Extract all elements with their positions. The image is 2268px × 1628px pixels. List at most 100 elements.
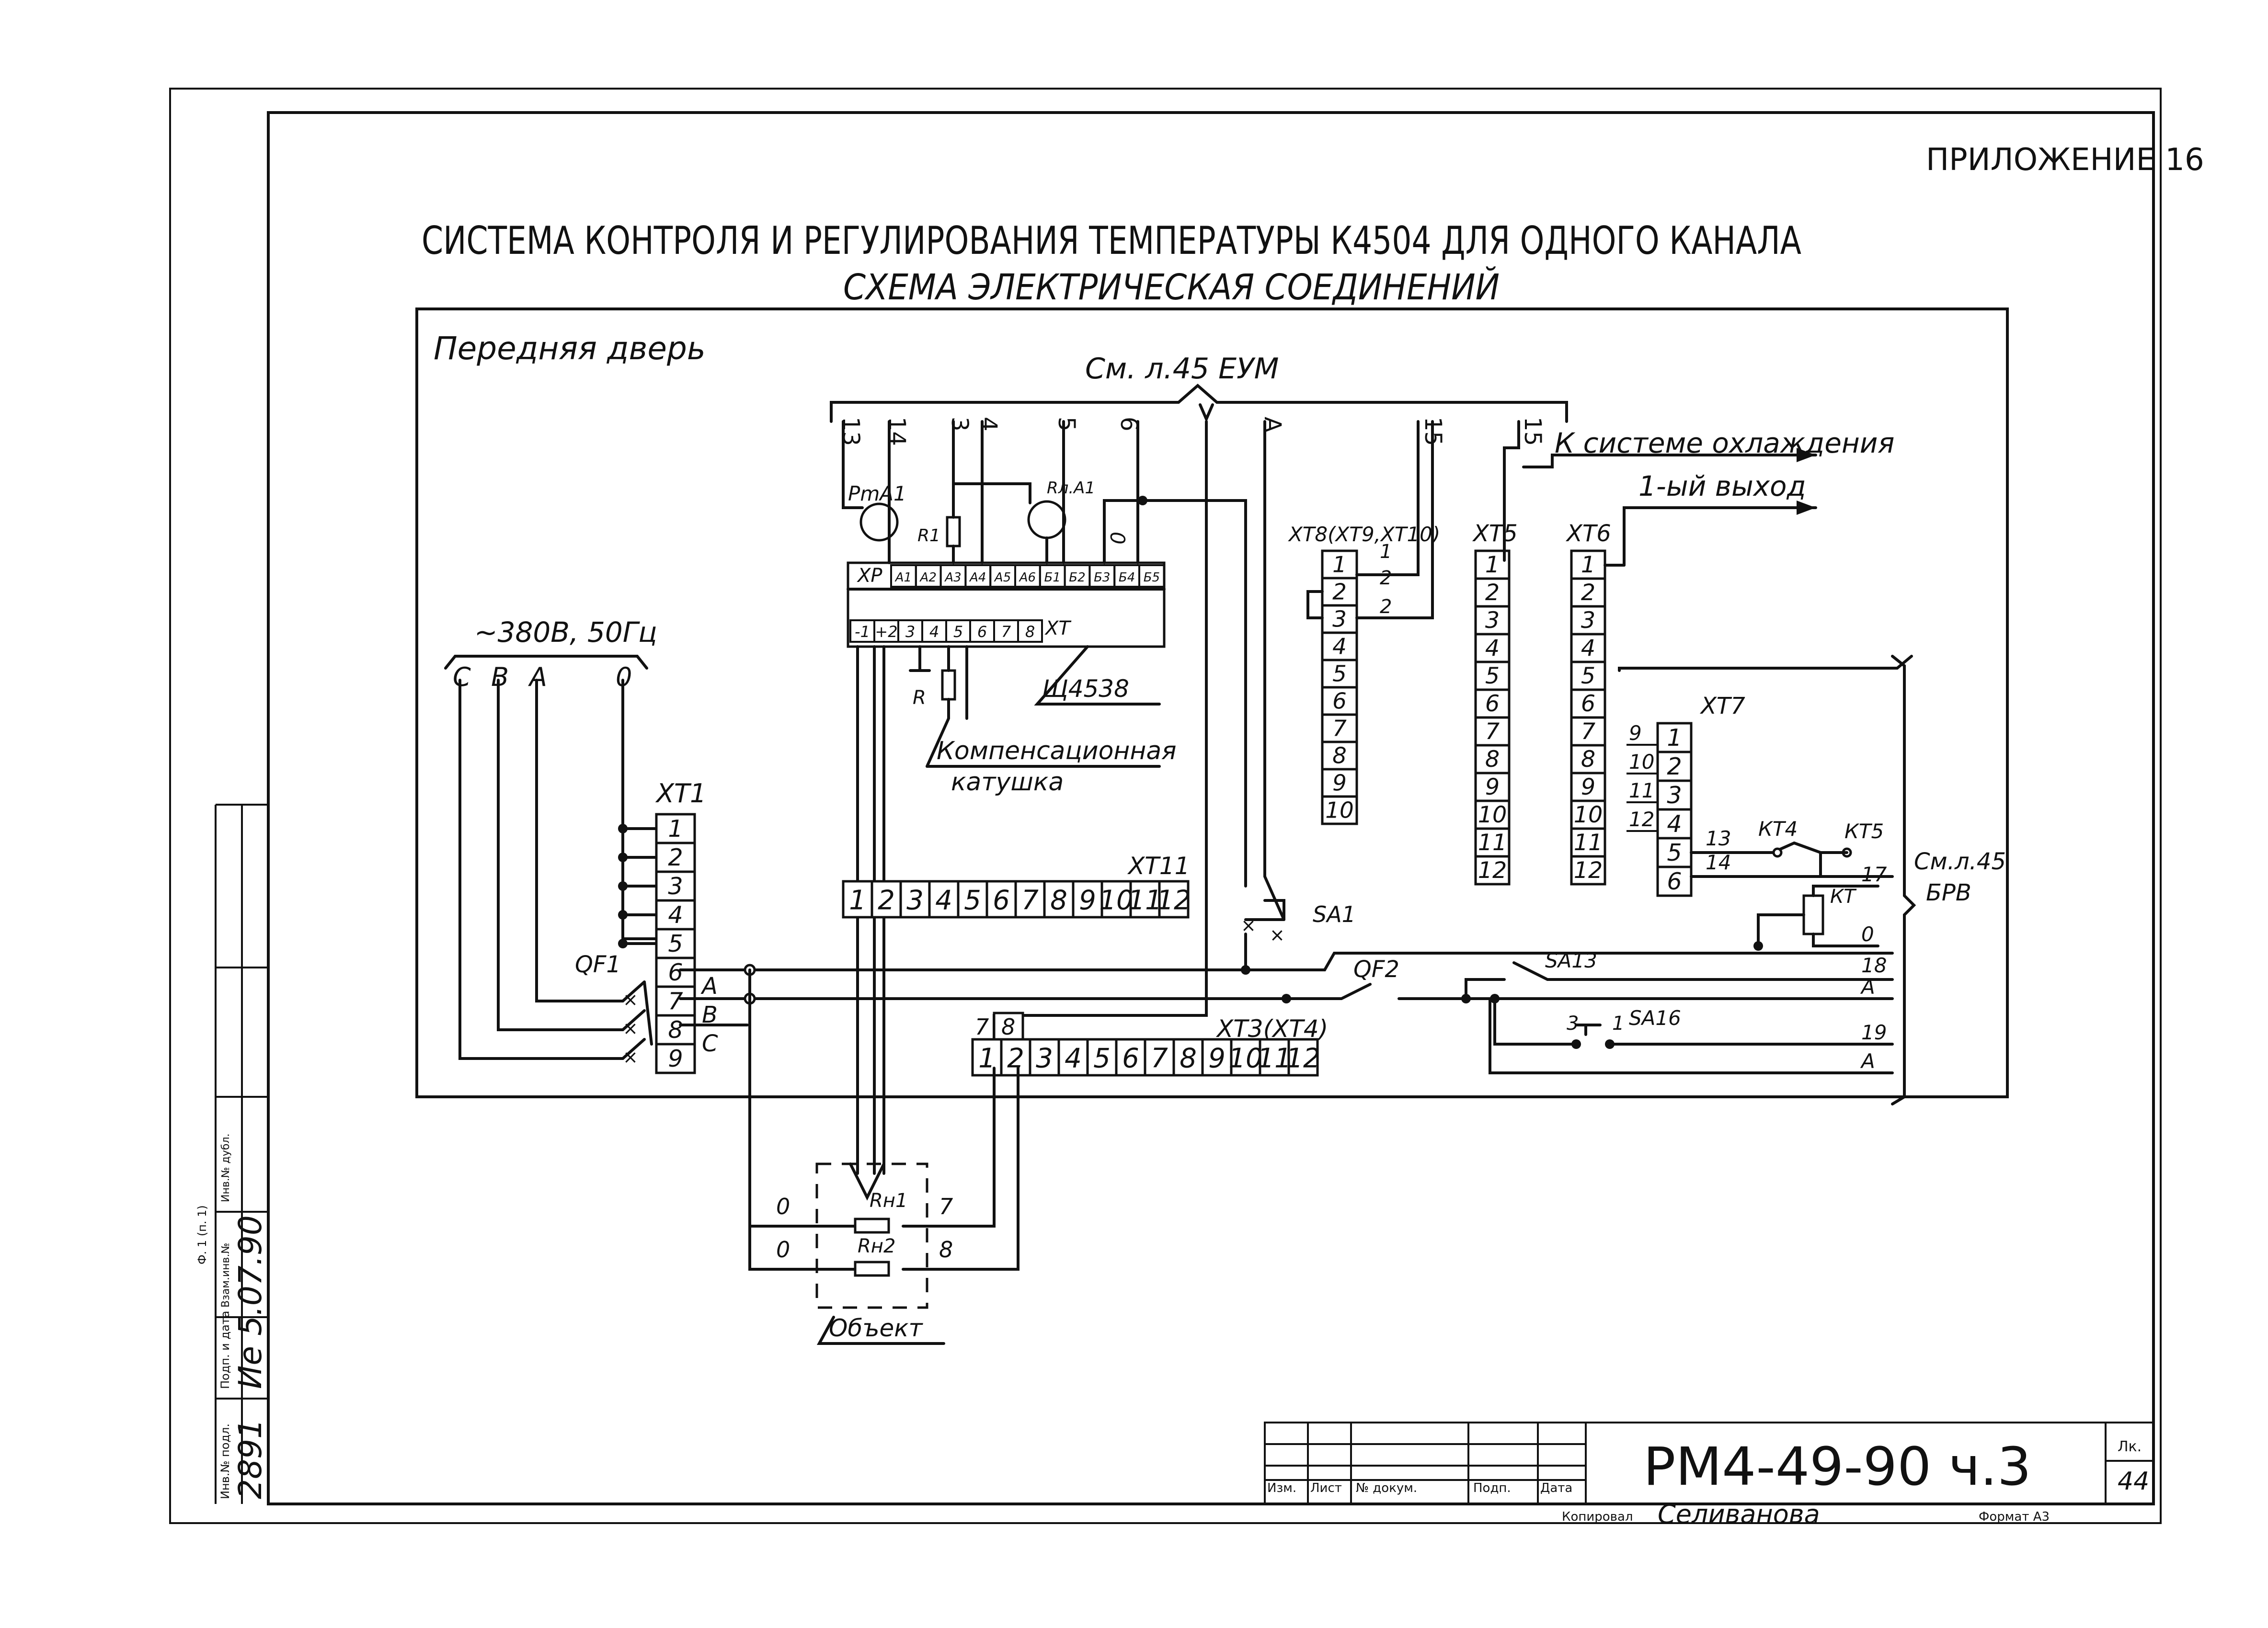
xp-pin-Б1: Б1 xyxy=(1044,570,1061,585)
side-inv-label: Инв.№ подл. xyxy=(218,1423,232,1499)
stamp-col-2: № докум. xyxy=(1356,1481,1417,1495)
xp-pin-А4: А4 xyxy=(969,570,986,585)
xt6-term-5-cell xyxy=(1570,660,1606,691)
bus-label-1: 0 xyxy=(1861,922,1874,946)
xt6-term-7-cell xyxy=(1570,716,1606,747)
xt11-term-3-cell xyxy=(899,880,931,919)
xt3-term-8: 8 xyxy=(1180,1043,1197,1074)
xt3-term-10-cell xyxy=(1230,1038,1261,1077)
phase-out-labels: АВС xyxy=(700,973,718,1057)
xt5-term-1: 1 xyxy=(1485,552,1500,578)
front-door-label: Передняя дверь xyxy=(434,330,706,367)
stamp-outline xyxy=(1264,1422,2154,1505)
phase-a xyxy=(535,679,624,1002)
bus-label-2: 18 xyxy=(1861,954,1887,977)
xt-pin--1: -1 xyxy=(855,623,870,641)
xt6-term-11: 11 xyxy=(1574,830,1603,856)
xt8-loop xyxy=(1306,590,1324,619)
xt1-term-4: 4 xyxy=(668,901,683,929)
zero-loop xyxy=(1103,499,1247,888)
xt6-term-7: 7 xyxy=(1581,718,1595,745)
xt-pin-4: 4 xyxy=(929,623,939,641)
object-left-0a: 0 xyxy=(776,1194,790,1219)
xt11-label: ХТ11 xyxy=(1127,852,1190,880)
qf1-x3: × xyxy=(623,1047,638,1068)
object-right-7: 7 xyxy=(939,1194,953,1219)
sa16-num-1: 1 xyxy=(1612,1013,1624,1035)
resistor-r-label: R xyxy=(913,687,926,709)
bus-label-3: А xyxy=(1860,975,1875,999)
xt7-term-3-cell xyxy=(1656,779,1693,811)
xt6-term-6-cell xyxy=(1570,688,1606,719)
side-inv-value: 2891 xyxy=(232,1419,269,1499)
ref-right-2: БРВ xyxy=(1926,879,1971,906)
kt5-label: КТ5 xyxy=(1844,820,1884,843)
rn2-label: Rн2 xyxy=(858,1235,895,1257)
wire-center-down xyxy=(993,420,1208,1041)
bus-last xyxy=(1489,997,1894,1074)
xt7-term-4-cell xyxy=(1656,808,1693,840)
object-wire-8 xyxy=(902,1067,1019,1271)
xt7-left-12: 12 xyxy=(1629,808,1654,831)
sa13-line xyxy=(1465,961,1894,1000)
xt8-term-9: 9 xyxy=(1332,770,1347,796)
sa1-switch xyxy=(1244,899,1285,921)
xt3-term-12-cell xyxy=(1287,1038,1319,1077)
xt-pin-7: 7 xyxy=(1001,623,1011,641)
xt11-term-5: 5 xyxy=(964,885,981,916)
xt3-term-9-cell xyxy=(1201,1038,1233,1077)
xt5-term-7: 7 xyxy=(1485,718,1500,745)
xt8-term-8: 8 xyxy=(1332,743,1347,769)
supply-label: ~380В, 50Гц xyxy=(474,616,657,649)
diagram-title: СИСТЕМА КОНТРОЛЯ И РЕГУЛИРОВАНИЯ ТЕМПЕРА… xyxy=(422,218,1801,263)
junction-dot xyxy=(1138,496,1147,505)
xp-pin-А2: А2 xyxy=(919,570,937,585)
xt8-term-6-cell xyxy=(1321,686,1358,716)
xt8-term-1: 1 xyxy=(1332,552,1347,578)
xt-pin-6: 6 xyxy=(977,623,987,641)
xt1-term-3-cell xyxy=(655,870,696,902)
coil-label-1: Компенсационная xyxy=(937,737,1177,765)
xt11-term-11-cell xyxy=(1129,880,1161,919)
copied-label: Копировал xyxy=(1562,1510,1633,1524)
xt7-right-13: 13 xyxy=(1706,827,1731,850)
wire-A xyxy=(1263,420,1285,921)
diagram-subtitle: СХЕМА ЭЛЕКТРИЧЕСКАЯ СОЕДИНЕНИЙ xyxy=(843,266,1500,308)
xt6-term-12-cell xyxy=(1570,855,1606,886)
xt7-term-6: 6 xyxy=(1667,867,1682,895)
stamp-col-4: Дата xyxy=(1540,1481,1572,1495)
bus-label-0: 17 xyxy=(1861,863,1887,886)
object-box xyxy=(815,1162,928,1309)
xt11-term-6: 6 xyxy=(993,885,1010,916)
xt6-term-9-cell xyxy=(1570,772,1606,802)
phase-c xyxy=(458,679,624,1060)
xt6-term-3: 3 xyxy=(1581,607,1595,634)
xt1-term-6: 6 xyxy=(668,958,683,986)
sa1-x2: × xyxy=(1270,924,1285,945)
resistor-rn1 xyxy=(854,1218,890,1234)
resistor-r xyxy=(941,669,956,701)
xt11-term-3: 3 xyxy=(906,885,924,916)
xt1-term-9-cell xyxy=(655,1043,696,1074)
supply-brace xyxy=(444,655,648,670)
stamp-code: РМ4-49-90 ч.3 xyxy=(1643,1436,2031,1497)
xt7-brace xyxy=(1618,655,1913,672)
xt11-term-12-cell xyxy=(1158,880,1190,919)
xt5-term-12: 12 xyxy=(1478,857,1507,884)
relay-kt xyxy=(1802,894,1824,935)
xt6-term-12: 12 xyxy=(1574,857,1603,884)
xt3-top-cell xyxy=(993,1012,1024,1041)
busA-dot xyxy=(1282,994,1291,1003)
gauge-pma1 xyxy=(859,502,899,542)
xt6-term-3-cell xyxy=(1570,605,1606,636)
object-leader xyxy=(816,1316,945,1345)
xp-pin-Б3: Б3 xyxy=(1094,570,1110,585)
